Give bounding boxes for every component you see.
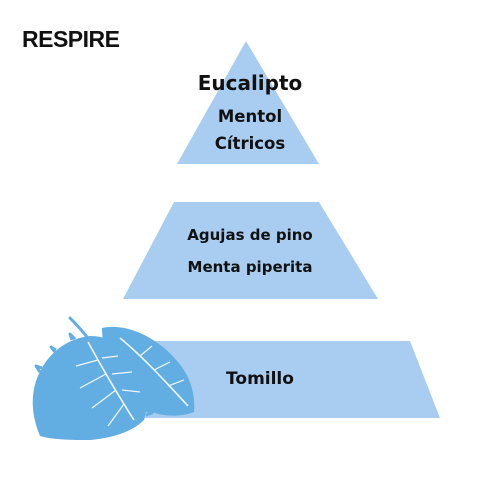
mint-leaf-icon: [32, 316, 195, 440]
top-note-mentol: Mentol: [217, 107, 283, 126]
base-note-tomillo: Tomillo: [226, 369, 294, 389]
middle-note-agujas-de-pino: Agujas de pino: [187, 226, 313, 244]
pyramid-tier-top: [177, 41, 319, 164]
pyramid-tier-middle: [123, 202, 378, 299]
middle-note-menta-piperita: Menta piperita: [187, 258, 313, 276]
top-note-citricos: Cítricos: [214, 134, 286, 153]
top-note-eucalipto: Eucalipto: [197, 71, 303, 95]
page-title: RESPIRE: [22, 26, 120, 52]
